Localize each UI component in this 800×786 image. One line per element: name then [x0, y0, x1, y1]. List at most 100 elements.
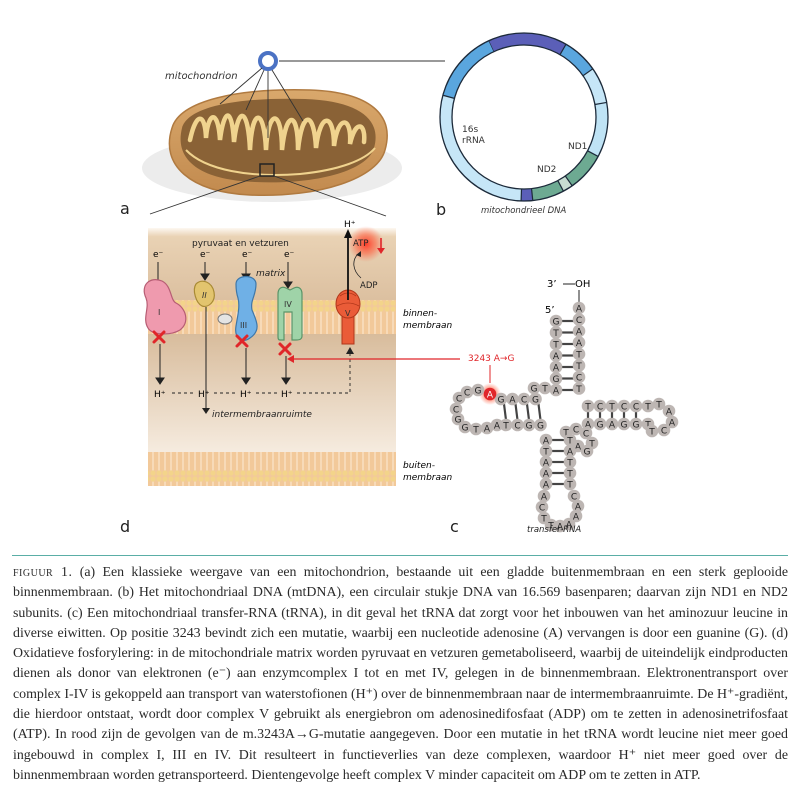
trna-base-letter: G [553, 375, 560, 385]
complex-V-label: V [345, 309, 351, 318]
trna-base-letter: C [521, 395, 527, 405]
trna-base-letter: G [532, 395, 539, 405]
trna-base-letter: C [583, 429, 589, 439]
complex-IV-label: IV [284, 300, 292, 309]
trna-base-letter: T [575, 385, 582, 395]
panel-letter-a: a [120, 199, 130, 218]
trna-base-letter: T [575, 350, 582, 360]
electron-label-4: e⁻ [284, 250, 295, 260]
trna-base-letter: G [633, 420, 640, 430]
trna-base-letter: G [584, 447, 591, 457]
trna-base-letter: A [576, 339, 583, 349]
mtdna-segment [569, 154, 593, 181]
h-plus-2: H⁺ [198, 390, 210, 400]
panel-d: pyruvaat en vetzuren matrix e⁻ e⁻ e⁻ e⁻ … [120, 220, 460, 536]
trna-base-letter: G [498, 395, 505, 405]
trna-base-letter: C [576, 373, 582, 383]
trna-base-letter: A [669, 418, 676, 428]
trna-base-letter: G [621, 420, 628, 430]
ubiquinone [218, 314, 232, 324]
trna-base-letter: G [462, 423, 469, 433]
trna-base-letter: T [552, 340, 559, 350]
mtdna-ring-outline [452, 45, 596, 189]
mtdna-label: mitochondrieel DNA [481, 206, 567, 216]
gene-label-16s: 16s [462, 125, 478, 135]
trna-base-letter: T [575, 362, 582, 372]
trna-base-pair-bond [539, 404, 541, 420]
caption-label: figuur 1. [13, 565, 72, 580]
mtdna-segment [593, 103, 602, 153]
figure-illustration: mitochondrion a 16s rRNA ND1 ND2 b mitoc… [0, 0, 800, 548]
trna-base-letter: T [472, 425, 479, 435]
mitochondrion-matrix [181, 99, 376, 183]
trna-base-letter: C [576, 316, 582, 326]
figure-caption: figuur 1. (a) Een klassieke weergave van… [13, 563, 788, 786]
trna-base-letter: C [573, 425, 579, 435]
gene-label-nd2: ND2 [537, 165, 556, 175]
trna-base-letter: A [484, 424, 491, 434]
mtdna-segment [532, 186, 560, 195]
electron-label-2: e⁻ [200, 250, 211, 260]
outer-membrane-label-1: buiten- [403, 461, 435, 471]
trna-base-letter: G [597, 420, 604, 430]
substrates-label: pyruvaat en vetzuren [192, 239, 289, 249]
trna-base-letter: C [661, 426, 667, 436]
gene-label-rrna: rRNA [462, 136, 486, 146]
trna-base-letter: C [514, 421, 520, 431]
gene-label-nd1: ND1 [568, 142, 587, 152]
electron-label-1: e⁻ [153, 250, 164, 260]
panel-b: 16s rRNA ND1 ND2 b mitochondrieel DNA [436, 33, 608, 219]
electron-label-3: e⁻ [242, 250, 253, 260]
panel-letter-d: d [120, 517, 130, 536]
matrix-label: matrix [256, 269, 286, 279]
trna-base-letter: G [553, 317, 560, 327]
trna-base-letter: T [655, 400, 662, 410]
h-plus-top: H⁺ [344, 220, 356, 230]
trna-base-letter: T [566, 480, 573, 490]
caption-rule [12, 555, 788, 556]
trna-base-pair-bond [504, 404, 506, 420]
trna-base-letter: A [543, 480, 550, 490]
h-plus-4: H⁺ [281, 390, 293, 400]
trna-base-letter: C [571, 492, 577, 502]
trna-label: transfer-RNA [527, 525, 581, 535]
intermembrane-label: intermembraanruimte [212, 410, 312, 420]
trna-base-pair-bond [527, 404, 529, 420]
inner-membrane-label-2: membraan [403, 321, 453, 331]
panel-letter-b: b [436, 200, 446, 219]
oh-label: OH [575, 279, 590, 290]
trna-base-letter: T [584, 402, 591, 412]
trna-base-letter: T [608, 402, 615, 412]
complex-I-label: I [158, 308, 160, 317]
complex-II-label: II [202, 291, 207, 300]
intermembrane-space [148, 334, 396, 454]
trna-base-letter: A [487, 390, 494, 400]
inner-membrane-label-1: binnen- [403, 309, 437, 319]
mtdna-segment [563, 49, 588, 72]
trna-base-letter: A [553, 386, 560, 396]
trna-base-letter: T [648, 427, 655, 437]
outer-membrane [148, 452, 396, 486]
mtdna-segment [561, 181, 569, 186]
trna-base-letter: T [644, 402, 651, 412]
trna-base-letter: A [509, 395, 516, 405]
atp-label: ATP [353, 239, 368, 249]
trna-base-letter: A [573, 512, 580, 522]
panel-letter-c: c [450, 517, 459, 536]
trna-base-letter: A [553, 352, 560, 362]
trna-base-letter: A [553, 363, 560, 373]
trna-base-letter: G [537, 421, 544, 431]
panel-a: mitochondrion a [120, 53, 445, 218]
three-prime-label: 3’ [547, 279, 557, 290]
h-plus-1: H⁺ [154, 390, 166, 400]
five-prime-label: 5’ [545, 305, 555, 316]
trna-base-letter: T [502, 421, 509, 431]
complex-III-label: III [240, 321, 247, 330]
trna-base-letter: A [576, 304, 583, 314]
adp-label: ADP [360, 281, 378, 291]
trna-base-letter: T [552, 329, 559, 339]
trna-base-letter: C [621, 402, 627, 412]
mitochondrion-label: mitochondrion [165, 71, 238, 82]
